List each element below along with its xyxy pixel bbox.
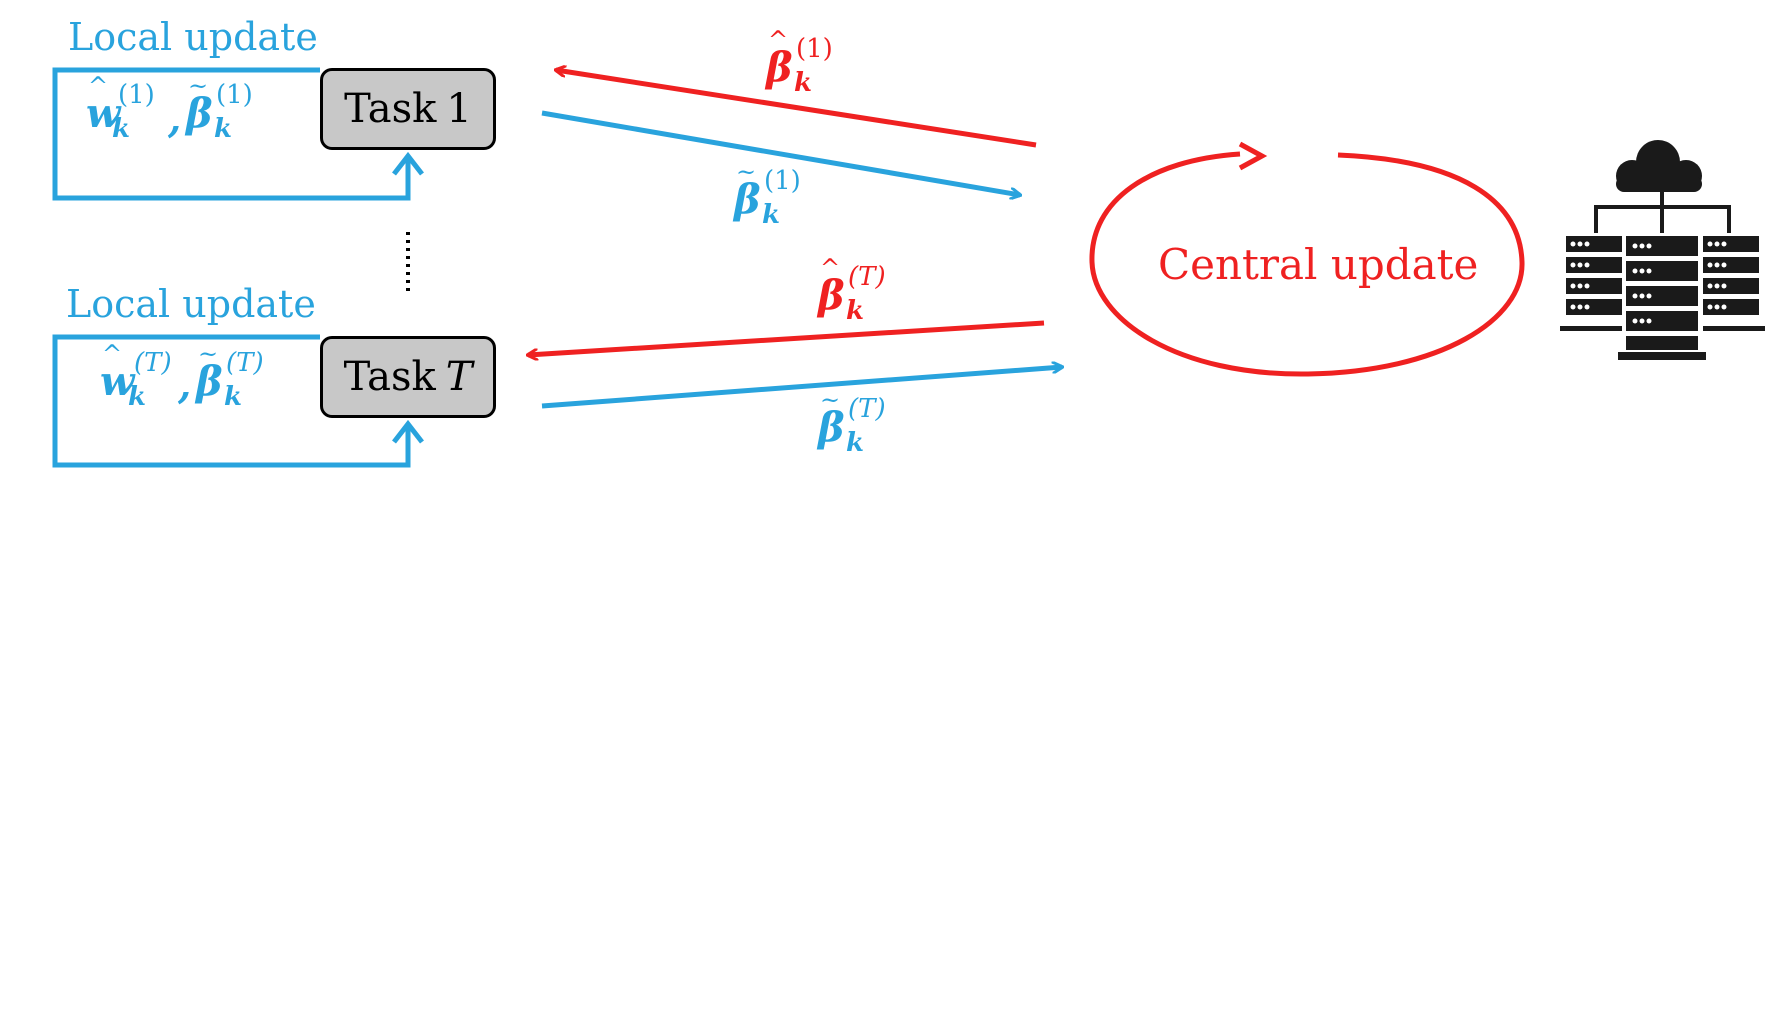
local-params-1-comma: , bbox=[168, 96, 182, 141]
local-loop-T-arrowhead bbox=[392, 419, 424, 444]
beta-hat-T: ^β bbox=[818, 254, 845, 319]
local-params-1-sub: k bbox=[112, 114, 131, 144]
beta-tilde-T-sup: (T) bbox=[848, 394, 886, 424]
beta-tilde-T-sub: k bbox=[846, 428, 865, 458]
server-leds bbox=[1570, 241, 1727, 324]
beta-tilde-1-sub: k bbox=[762, 200, 781, 230]
local-loop-T bbox=[52, 334, 411, 468]
beta-hat-1-sub: k bbox=[794, 68, 813, 98]
local-params-1: ^w bbox=[86, 72, 121, 137]
cloud-server-icon bbox=[1560, 140, 1765, 360]
local-params-T: ^w bbox=[100, 340, 135, 405]
task-1-index: 1 bbox=[446, 86, 472, 132]
beta-tilde-1: ~β bbox=[734, 158, 761, 223]
central-update-loop bbox=[1089, 151, 1525, 377]
arrow-up-T bbox=[541, 367, 1062, 409]
local-update-label-T: Local update bbox=[66, 282, 316, 326]
local-params-T-beta: ~β bbox=[196, 340, 223, 405]
task-T-prefix: Task bbox=[343, 354, 436, 400]
beta-tilde-1-sup: (1) bbox=[764, 166, 801, 196]
beta-hat-T-sub: k bbox=[846, 296, 865, 326]
local-params-T-beta-sub: k bbox=[224, 382, 243, 412]
central-update-label: Central update bbox=[1158, 240, 1479, 289]
arrow-down-1 bbox=[556, 70, 1037, 148]
task-T-index: T bbox=[445, 354, 473, 400]
local-params-T-sup: (T) bbox=[134, 348, 172, 378]
beta-hat-T-sup: (T) bbox=[848, 262, 886, 292]
arrow-up-1 bbox=[541, 110, 1020, 195]
arrow-down-T bbox=[528, 320, 1045, 355]
beta-tilde-T: ~β bbox=[818, 386, 845, 451]
local-loop-1-arrowhead bbox=[392, 151, 424, 176]
beta-hat-1: ^β bbox=[766, 26, 793, 91]
central-update-arrowhead bbox=[1238, 141, 1268, 171]
beta-hat-1-sup: (1) bbox=[796, 34, 833, 64]
task-1-prefix: Task bbox=[344, 86, 437, 132]
local-params-1-beta-sub: k bbox=[214, 114, 233, 144]
local-params-1-sup: (1) bbox=[118, 80, 155, 110]
local-params-T-comma: , bbox=[178, 362, 192, 407]
local-params-1-beta: ~β bbox=[186, 72, 213, 137]
local-params-1-beta-sup: (1) bbox=[216, 80, 253, 110]
local-update-label-1: Local update bbox=[68, 15, 318, 59]
local-params-T-beta-sup: (T) bbox=[226, 348, 264, 378]
local-params-T-sub: k bbox=[128, 382, 147, 412]
local-loop-1 bbox=[52, 67, 411, 201]
